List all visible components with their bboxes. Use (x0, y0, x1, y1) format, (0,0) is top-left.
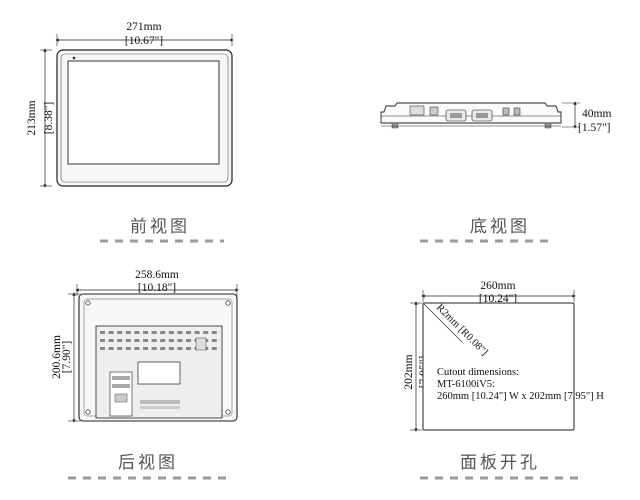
captions: 前视图 底视图 后视图 面板开孔 (68, 217, 580, 480)
vent-slot (100, 339, 105, 342)
front-screen (67, 60, 220, 165)
vent-slot (168, 347, 174, 350)
vent-slot (108, 331, 114, 334)
vent-slot (108, 339, 114, 342)
rear-height-mm: 200.6mm (51, 335, 63, 379)
front-width-in: [10.67"] (125, 35, 163, 47)
vent-slot (186, 347, 191, 350)
rear-width-mm: 258.6mm (135, 269, 179, 281)
vent-slot (151, 347, 157, 350)
caption-front: 前视图 (130, 217, 190, 237)
vent-slot (134, 331, 140, 334)
vent-slot (211, 339, 217, 342)
cutout-note-model: MT-6100iV5: (437, 379, 495, 390)
cutout-outline (422, 302, 575, 431)
vent-slot (117, 339, 123, 342)
vent-slot (125, 331, 131, 334)
rear-label-plate (137, 361, 181, 385)
vent-slot (211, 331, 217, 334)
cutout-note-title: Cutout dimensions: (437, 367, 519, 378)
vent-slot (125, 339, 131, 342)
vent-slot (134, 347, 140, 350)
vent-slot (211, 347, 217, 350)
vent-slot (151, 339, 157, 342)
rear-height-in: [7.90"] (61, 341, 73, 373)
vent-slot (117, 331, 123, 334)
vent-slot (186, 331, 191, 334)
caption-rear: 后视图 (118, 453, 178, 473)
vent-slot (143, 339, 148, 342)
vent-slot (108, 347, 114, 350)
cutout-view: 260mm [10.24"] 202mm [7.95"] R2mm [R0.08… (403, 280, 604, 432)
front-view: 271mm [10.67"] 213mm [8.38"] (26, 21, 234, 188)
front-width-mm: 271mm (126, 21, 161, 33)
vent-slot (117, 347, 123, 350)
front-height-in: [8.38"] (43, 102, 55, 134)
rear-width-in: [10.18"] (138, 282, 176, 294)
vent-slot (194, 331, 200, 334)
vent-slot (100, 347, 105, 350)
vent-slot (168, 331, 174, 334)
bottom-depth-in: [1.57"] (578, 122, 610, 134)
vent-slot (143, 331, 148, 334)
vent-slot (151, 331, 157, 334)
rear-view: 258.6mm [10.18"] 200.6mm [7.90"] (51, 269, 239, 423)
front-height-mm: 213mm (26, 100, 38, 135)
cutout-note-size: 260mm [10.24"] W x 202mm [7.95"] H (437, 391, 604, 402)
vent-slot (134, 339, 140, 342)
vent-slot (160, 331, 166, 334)
vent-slot (125, 347, 131, 350)
cutout-height-mm: 202mm (403, 354, 415, 389)
vent-slot (186, 339, 191, 342)
vent-slot (100, 331, 105, 334)
vent-slot (203, 331, 209, 334)
bottom-view: 40mm [1.57"] (380, 101, 611, 134)
bottom-depth-mm: 40mm (582, 108, 611, 120)
vent-slot (177, 339, 183, 342)
vent-slot (177, 331, 183, 334)
caption-cutout: 面板开孔 (460, 453, 540, 473)
caption-bottom: 底视图 (470, 217, 530, 237)
vent-slot (143, 347, 148, 350)
vent-slot (160, 339, 166, 342)
vent-slot (160, 347, 166, 350)
vent-slot (177, 347, 183, 350)
led-indicator-icon (72, 56, 76, 60)
cutout-width-in: [10.24"] (479, 293, 517, 305)
vent-slot (168, 339, 174, 342)
cutout-width-mm: 260mm (480, 280, 515, 292)
